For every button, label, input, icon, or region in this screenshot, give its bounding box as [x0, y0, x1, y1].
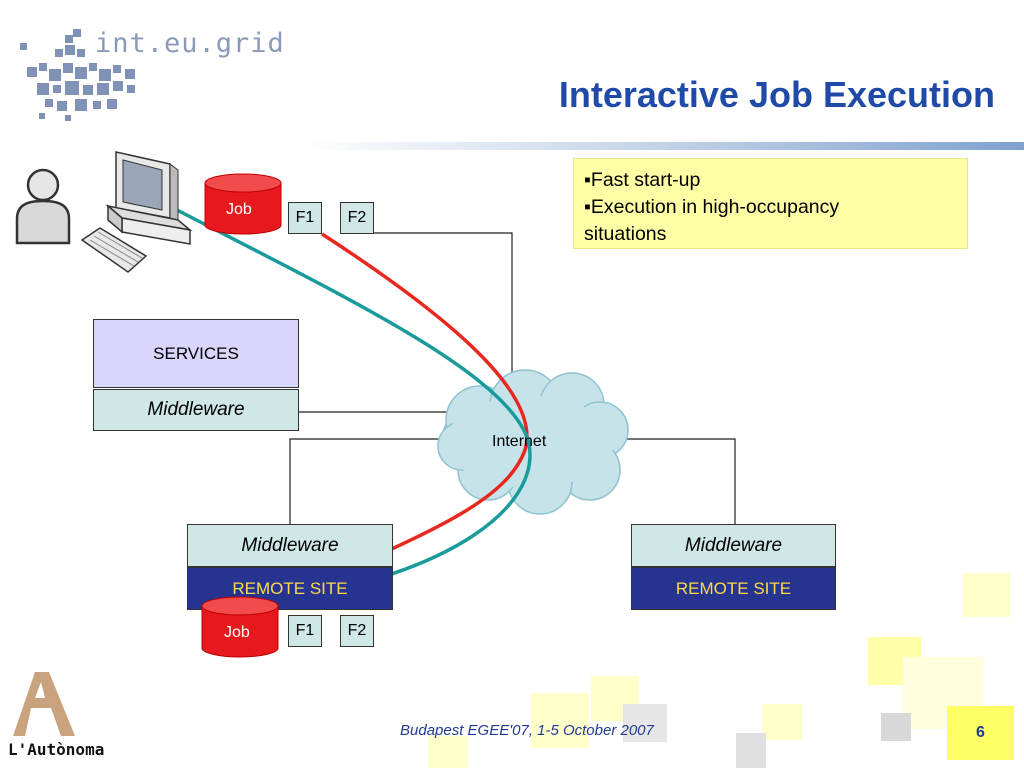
teal-arrow — [151, 195, 532, 602]
middleware-site2: Middleware — [631, 524, 836, 567]
file-f2-bottom: F2 — [340, 615, 374, 647]
line-client-internet — [373, 232, 513, 395]
bullet-execution: ▪Execution in high-occupancy — [584, 196, 840, 218]
user-icon — [15, 168, 71, 245]
university-label: L'Autònoma — [8, 740, 105, 759]
internet-label: Internet — [492, 433, 547, 450]
intgrid-logo-icon — [20, 29, 135, 121]
line-site2-internet — [615, 438, 736, 524]
middleware-site1: Middleware — [187, 524, 393, 567]
page-title: Interactive Job Execution — [558, 74, 995, 115]
bullet-fast-startup: ▪Fast start-up — [584, 169, 701, 191]
file-f1-bottom: F1 — [288, 615, 322, 647]
bullet-execution-cont: situations — [584, 223, 667, 245]
job-cylinder-bottom — [201, 596, 279, 658]
features-box: ▪Fast start-up ▪Execution in high-occupa… — [573, 158, 968, 249]
red-arrow — [284, 232, 529, 600]
job-label-bottom: Job — [224, 624, 250, 641]
file-f1-top: F1 — [288, 202, 322, 234]
line-site1-internet — [289, 438, 460, 524]
file-f2-top: F2 — [340, 202, 374, 234]
job-cylinder-top — [204, 173, 282, 235]
page-number: 6 — [947, 706, 1014, 760]
services-box: SERVICES — [93, 319, 299, 388]
logo-text: int.eu.grid — [95, 28, 285, 59]
title-underline — [300, 142, 1024, 150]
footer-text: Budapest EGEE'07, 1-5 October 2007 — [400, 722, 654, 739]
middleware-left: Middleware — [93, 389, 299, 431]
job-label-top: Job — [226, 201, 252, 218]
computer-icon — [80, 151, 193, 273]
remote-site2: REMOTE SITE — [631, 567, 836, 610]
university-logo-icon — [13, 672, 75, 736]
